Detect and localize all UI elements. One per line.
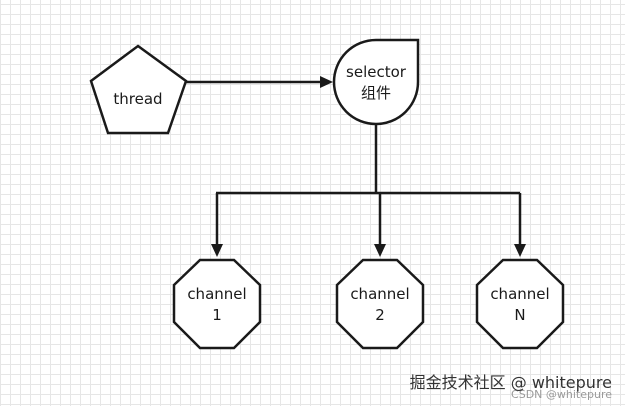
edge-to-channel-1 xyxy=(211,193,223,257)
node-channel-2-label-line2: 2 xyxy=(375,306,385,324)
node-selector-label-line1: selector xyxy=(346,63,407,81)
watermark-primary: 掘金技术社区 @ whitepure xyxy=(410,373,612,392)
edge-to-channel-2 xyxy=(374,193,386,257)
edge-selector-to-channels xyxy=(211,124,526,257)
node-thread: thread xyxy=(89,44,188,135)
node-selector-label-line2: 组件 xyxy=(361,84,391,102)
node-thread-label: thread xyxy=(113,90,162,108)
node-channel-1: channel 1 xyxy=(172,258,262,350)
node-channel-n-label-line1: channel xyxy=(490,285,549,303)
node-channel-n: channel N xyxy=(475,258,565,350)
edge-to-channel-n xyxy=(514,193,526,257)
node-channel-2-label-line1: channel xyxy=(350,285,409,303)
node-channel-1-label-line1: channel xyxy=(187,285,246,303)
node-selector: selector 组件 xyxy=(332,38,420,126)
node-channel-2: channel 2 xyxy=(335,258,425,350)
watermark-secondary: CSDN @whitepure xyxy=(511,388,612,401)
edge-thread-to-selector xyxy=(186,76,333,88)
node-channel-1-label-line2: 1 xyxy=(212,306,222,324)
node-channel-n-label-line2: N xyxy=(514,306,525,324)
